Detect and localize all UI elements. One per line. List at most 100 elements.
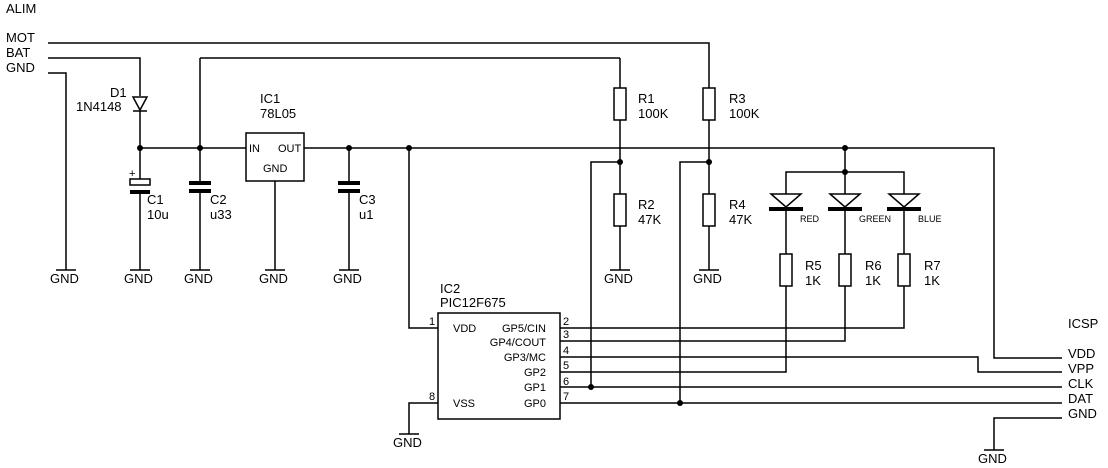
mot-wire xyxy=(48,42,710,88)
ic2-pin-name: GP2 xyxy=(524,367,546,379)
r2-resistor xyxy=(613,193,627,227)
r1-resistor xyxy=(613,87,627,121)
r5-ref: R5 xyxy=(805,258,822,273)
r4-ref: R4 xyxy=(729,197,746,212)
alim-label: ALIM xyxy=(6,1,36,16)
junction-dot xyxy=(617,159,623,165)
gnd-label: GND xyxy=(333,271,362,286)
r5-value: 1K xyxy=(805,273,821,288)
junction-dot xyxy=(706,159,712,165)
led-green-label: GREEN xyxy=(859,214,891,224)
r7-value: 1K xyxy=(924,273,940,288)
gp1-sense-wire xyxy=(590,161,620,387)
gnd-label: GND xyxy=(124,271,153,286)
led-red-label: RED xyxy=(800,214,820,224)
ic2-value: PIC12F675 xyxy=(440,295,506,310)
gp5-wire xyxy=(560,286,905,329)
led-green-symbol xyxy=(827,193,863,208)
ic2-pin-number: 4 xyxy=(563,345,569,357)
icsp-vpp-label: VPP xyxy=(1068,361,1094,376)
ic2-pin-name: GP0 xyxy=(524,398,546,410)
icsp-vdd-label: VDD xyxy=(1068,346,1095,361)
ic2-pin-number: 7 xyxy=(563,391,569,403)
gnd-label: GND xyxy=(604,271,633,286)
gnd-label: GND xyxy=(978,451,1007,466)
ic2-right-pin-numbers: 2 3 4 5 6 7 xyxy=(563,316,569,403)
gnd-rail-wire xyxy=(48,72,67,270)
c1-ref: C1 xyxy=(147,192,164,207)
r6-resistor xyxy=(838,253,852,287)
vdd-rail-wire xyxy=(304,147,1062,359)
ic2-pin-name: GP1 xyxy=(524,382,546,394)
gnd-label: GND xyxy=(259,271,288,286)
ic2-pin-name: GP5/CIN xyxy=(502,323,546,335)
led-blue-label: BLUE xyxy=(918,214,942,224)
icsp-dat-label: DAT xyxy=(1068,391,1093,406)
ic2-pin-number: 6 xyxy=(563,376,569,388)
led-red-symbol xyxy=(768,193,804,208)
ic2-right-pin-names: GP5/CIN GP4/COUT GP3/MC GP2 GP1 GP0 xyxy=(490,323,547,410)
mot-label: MOT xyxy=(6,30,35,45)
r1-ref: R1 xyxy=(638,91,655,106)
ic1-value: 78L05 xyxy=(260,106,296,121)
ic2-vss-wire xyxy=(408,402,438,434)
r1-value: 100K xyxy=(638,106,669,121)
junction-dot xyxy=(677,400,683,406)
r3-ref: R3 xyxy=(729,91,746,106)
gnd-label: GND xyxy=(693,271,722,286)
ic2-ref: IC2 xyxy=(440,281,460,296)
ic2-pin8-number: 8 xyxy=(429,391,435,403)
ic1-ref: IC1 xyxy=(260,91,280,106)
icsp-title: ICSP xyxy=(1068,316,1098,331)
vpp-wire xyxy=(560,356,1062,373)
ic2-pin-name: GP4/COUT xyxy=(490,337,547,349)
ic2-vdd-wire xyxy=(408,148,438,329)
ic2-pin-number: 5 xyxy=(563,360,569,372)
ic2-vdd-label: VDD xyxy=(453,323,476,335)
gp4-wire xyxy=(560,286,846,342)
ic2-pin-number: 2 xyxy=(563,316,569,328)
r3-value: 100K xyxy=(729,106,760,121)
gp2-wire xyxy=(560,286,787,373)
r7-resistor xyxy=(897,253,911,287)
ic2-mcu-body xyxy=(437,312,561,420)
ic1-pin-in: IN xyxy=(249,143,260,155)
c3-ref: C3 xyxy=(359,192,376,207)
ic1-pin-gnd: GND xyxy=(263,163,288,175)
gnd-label: GND xyxy=(50,271,79,286)
r6-value: 1K xyxy=(865,273,881,288)
icsp-gnd-label: GND xyxy=(1068,406,1097,421)
r5-resistor xyxy=(779,253,793,287)
r2-value: 47K xyxy=(638,212,661,227)
junction-dot xyxy=(588,384,594,390)
led-blue-symbol xyxy=(886,193,922,208)
ic1-pin-out: OUT xyxy=(278,143,302,155)
r2-ref: R2 xyxy=(638,197,655,212)
gp0-sense-wire xyxy=(679,161,709,403)
d1-ref: D1 xyxy=(110,85,127,100)
d1-diode-symbol xyxy=(131,96,149,112)
gnd-rail-label: GND xyxy=(6,60,35,75)
c1-plus-sign: + xyxy=(129,168,135,180)
icsp-gnd-wire xyxy=(993,417,1062,450)
c1-value: 10u xyxy=(147,207,169,222)
gnd-label: GND xyxy=(393,435,422,450)
bat-label: BAT xyxy=(6,45,30,60)
r4-resistor xyxy=(702,193,716,227)
ic2-vss-label: VSS xyxy=(453,398,475,410)
r3-resistor xyxy=(702,87,716,121)
gnd-label: GND xyxy=(184,271,213,286)
ic2-pin-name: GP3/MC xyxy=(504,352,546,364)
icsp-clk-label: CLK xyxy=(1068,376,1094,391)
ic2-pin1-number: 1 xyxy=(429,316,435,328)
bat-wire xyxy=(48,57,141,96)
junction-dot xyxy=(842,169,848,175)
c1-plate-positive xyxy=(129,178,151,186)
c2-value: u33 xyxy=(210,207,232,222)
c3-value: u1 xyxy=(359,207,373,222)
r7-ref: R7 xyxy=(924,258,941,273)
d1-value: 1N4148 xyxy=(76,99,122,114)
c2-ref: C2 xyxy=(210,192,227,207)
